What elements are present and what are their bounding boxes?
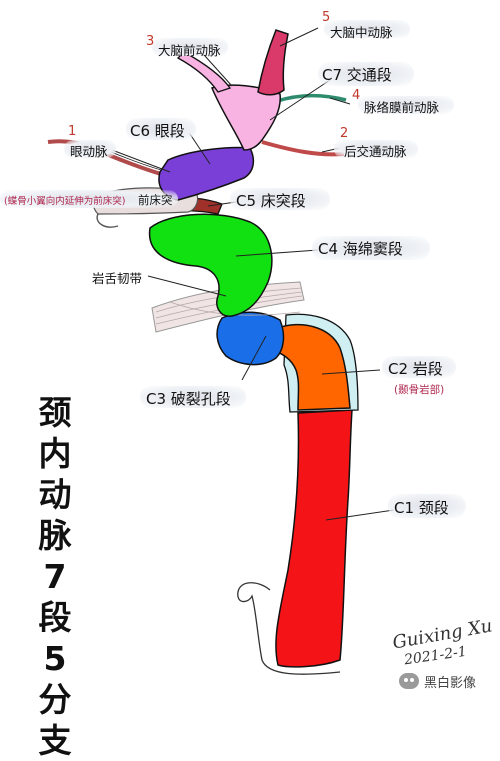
branch-3-number: 3 — [146, 34, 155, 49]
pill-c6 — [126, 118, 196, 140]
pill-c4 — [312, 236, 430, 260]
title-char: 支 — [38, 721, 72, 760]
c3-lacerum-segment — [216, 311, 285, 366]
c4-cavernous-segment — [148, 213, 273, 317]
title-char: 5 — [43, 639, 67, 678]
c2-petrous-segment — [268, 323, 351, 411]
pill-c7 — [318, 62, 414, 86]
label-c3: C3 破裂孔段 — [146, 390, 231, 408]
title-char: 颈 — [38, 393, 72, 432]
label-c1: C1 颈段 — [394, 499, 449, 517]
title-char: 动 — [38, 475, 72, 514]
title-char: 段 — [38, 598, 72, 637]
title-char: 内 — [38, 434, 72, 473]
branch-5-number: 5 — [322, 10, 331, 25]
pill-clinoid — [0, 190, 178, 208]
title-char: 分 — [38, 680, 72, 719]
middle-cerebral-artery — [257, 29, 289, 96]
clinoid-hook — [96, 213, 119, 228]
label-c7: C7 交通段 — [322, 66, 392, 84]
c1-cervical-segment — [275, 409, 353, 668]
label-clinoid: 前床突 — [138, 193, 173, 207]
pill-b1 — [64, 140, 116, 158]
branch-4-label: 脉络膜前动脉 — [364, 100, 440, 115]
pill-b5 — [324, 20, 410, 38]
label-c5: C5 床突段 — [236, 192, 306, 210]
branch-1-number: 1 — [68, 124, 77, 139]
pill-c3 — [140, 386, 246, 408]
wechat-icon — [399, 673, 419, 689]
branch-5-label: 大脑中动脉 — [330, 25, 393, 40]
branch-1-label: 眼动脉 — [70, 144, 108, 159]
branch-2-label: 后交通动脉 — [344, 144, 407, 159]
c1-base-outline — [237, 582, 341, 675]
label-c2: C2 岩段 — [388, 360, 443, 378]
pill-c1 — [388, 494, 466, 518]
watermark-text: 黑白影像 — [424, 676, 477, 691]
pill-b4 — [358, 96, 454, 114]
branch-3-label: 大脑前动脉 — [158, 43, 221, 58]
posterior-communicating-artery — [261, 140, 345, 157]
vertical-title: 颈 内 动 脉 7 段 5 分 支 — [30, 392, 80, 761]
label-c2-note: (颞骨岩部) — [394, 384, 445, 396]
pill-c5 — [230, 188, 330, 210]
title-char: 脉 — [38, 516, 72, 555]
pill-b3 — [152, 38, 228, 56]
label-ligament: 岩舌韧带 — [92, 271, 143, 286]
pill-c2 — [382, 356, 456, 378]
c7-communicating-segment — [210, 84, 281, 151]
title-char: 7 — [43, 557, 67, 596]
label-c4: C4 海绵窦段 — [318, 240, 403, 258]
branch-2-number: 2 — [340, 126, 349, 141]
label-c6: C6 眼段 — [130, 122, 185, 140]
label-clinoid-note: (蝶骨小翼向内延伸为前床突) — [4, 196, 126, 207]
pill-b2 — [334, 140, 418, 158]
branch-4-number: 4 — [352, 88, 361, 103]
